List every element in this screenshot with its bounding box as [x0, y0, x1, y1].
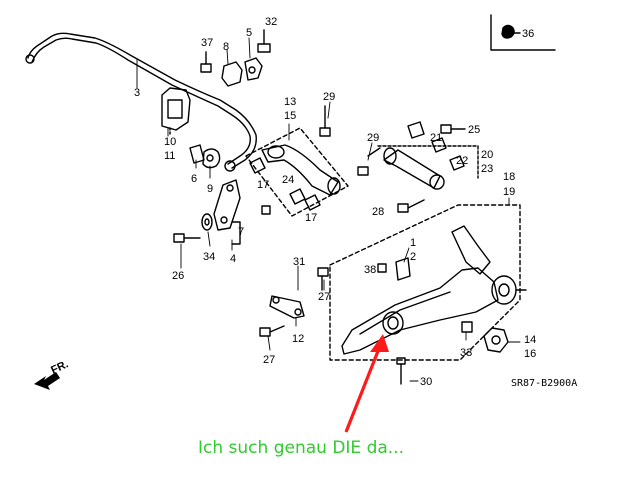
label-p5: 5 — [246, 27, 252, 39]
washer-34 — [201, 213, 213, 231]
label-p32: 32 — [265, 16, 277, 28]
toe-link-12 — [269, 295, 305, 319]
bracket-10-11 — [161, 87, 191, 137]
label-p3: 3 — [134, 87, 140, 99]
label-p10: 10 — [164, 136, 176, 148]
label-p20: 20 — [481, 149, 493, 161]
part-labels: 3 37 8 5 32 36 10 11 6 9 13 15 29 29 17 … — [49, 16, 577, 389]
label-front: FR. — [49, 358, 70, 376]
label-p38: 38 — [364, 264, 376, 276]
bolt-28 — [397, 199, 425, 213]
label-p12: 12 — [292, 333, 304, 345]
label-p22: 22 — [456, 155, 468, 167]
label-p21: 21 — [430, 132, 442, 144]
label-p27a: 27 — [318, 291, 330, 303]
upper-arm-box — [245, 127, 349, 217]
label-p1: 1 — [410, 237, 416, 249]
label-p37: 37 — [201, 37, 213, 49]
caption-text: Ich such genau DIE da... — [198, 438, 404, 458]
bolt-27-lower — [259, 325, 285, 337]
label-p27b: 27 — [263, 354, 275, 366]
label-p17b: 17 — [305, 212, 317, 224]
label-p28: 28 — [372, 206, 384, 218]
label-p14: 14 — [524, 334, 536, 346]
label-p24: 24 — [282, 174, 294, 186]
compensator-arm — [377, 121, 479, 190]
label-p33: 33 — [460, 347, 472, 359]
diagram-code: SR87-B2900A — [511, 378, 577, 389]
link-4-7 — [213, 179, 241, 245]
label-p16: 16 — [524, 348, 536, 360]
bolt-small — [261, 205, 271, 215]
label-p36: 36 — [522, 28, 534, 40]
label-p17a: 17 — [257, 179, 269, 191]
label-p8: 8 — [223, 41, 229, 53]
label-p7: 7 — [238, 226, 244, 238]
label-p23: 23 — [481, 163, 493, 175]
label-p29a: 29 — [323, 91, 335, 103]
nut-38 — [377, 263, 387, 273]
stabilizer-bar — [25, 32, 257, 172]
label-p15: 15 — [284, 110, 296, 122]
bolt-29-upper — [319, 105, 331, 137]
label-p6: 6 — [191, 173, 197, 185]
nut-33 — [461, 321, 473, 333]
label-p9: 9 — [207, 183, 213, 195]
bushings-17-24 — [249, 157, 321, 211]
label-p25: 25 — [468, 124, 480, 136]
hub-nut-14-16 — [483, 327, 509, 353]
nut-37 — [200, 51, 212, 73]
bolt-29-lower — [357, 147, 381, 176]
label-p2: 2 — [410, 251, 416, 263]
pointer-arrow-icon — [344, 334, 389, 433]
bolt-30 — [396, 357, 406, 385]
label-p11: 11 — [164, 150, 175, 162]
label-p13: 13 — [284, 96, 296, 108]
leader-lines — [136, 37, 521, 382]
label-p29b: 29 — [367, 132, 379, 144]
label-p19: 19 — [503, 186, 515, 198]
bolt-32 — [257, 29, 271, 53]
front-arrow-icon — [34, 372, 60, 390]
label-p26: 26 — [172, 270, 184, 282]
bolt-26 — [173, 233, 201, 243]
label-p31: 31 — [293, 256, 305, 268]
trailing-arm-box — [329, 204, 527, 361]
bolt-25 — [440, 124, 466, 134]
label-p30: 30 — [420, 376, 432, 388]
label-p18: 18 — [503, 171, 515, 183]
bolt-27-upper — [317, 267, 329, 291]
bushing-5-8 — [221, 57, 263, 87]
label-p34: 34 — [203, 251, 215, 263]
detail-box — [490, 14, 556, 51]
label-p4: 4 — [230, 253, 236, 265]
bushings-6-9 — [189, 144, 221, 169]
